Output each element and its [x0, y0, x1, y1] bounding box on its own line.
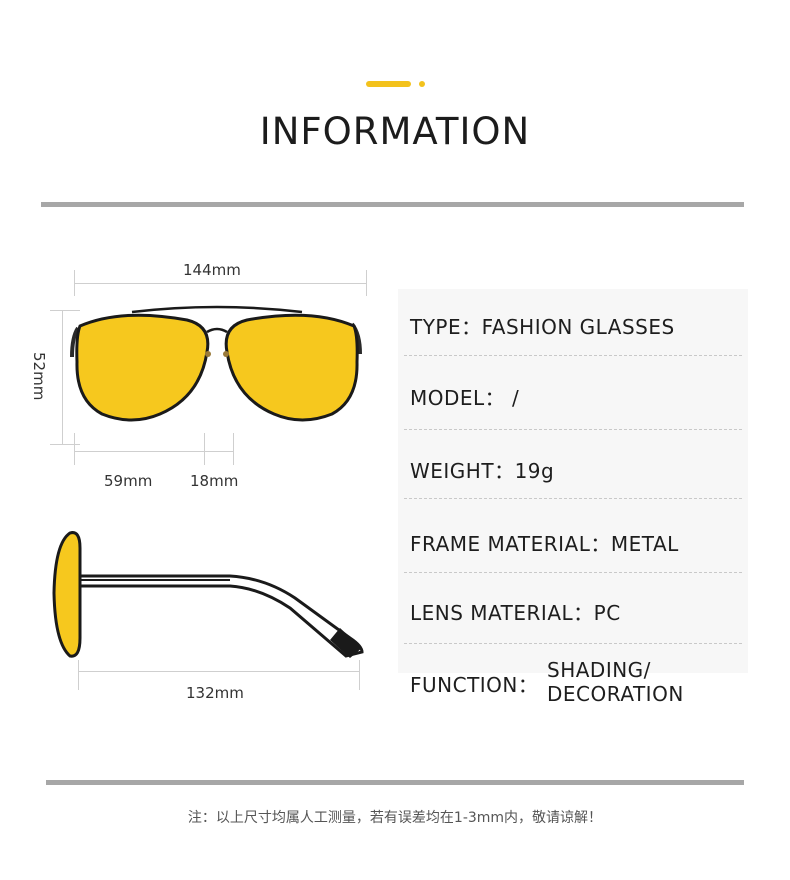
- spec-lens-material-label: LENS MATERIAL：: [410, 601, 594, 625]
- temple-length-label: 132mm: [186, 684, 244, 702]
- spec-lens-material-value: PC: [593, 601, 621, 625]
- top-bar: [131, 305, 303, 314]
- right-nose-pad: [223, 351, 229, 357]
- spec-type-label: TYPE：: [410, 315, 482, 339]
- spec-model-label: MODEL：: [410, 386, 506, 410]
- width-dim-tick-left: [74, 270, 75, 296]
- accent-dot: [419, 81, 425, 87]
- spec-separator: [404, 355, 742, 356]
- spec-frame-material-value: METAL: [610, 532, 679, 556]
- bridge-label: 18mm: [190, 472, 239, 490]
- lens-width-label: 59mm: [104, 472, 153, 490]
- temple-tip: [330, 628, 362, 658]
- left-temple-stub: [70, 326, 80, 358]
- spec-panel: [398, 289, 748, 673]
- spec-separator: [404, 572, 742, 573]
- bottom-divider: [46, 780, 744, 785]
- page-title: INFORMATION: [259, 110, 531, 153]
- width-dim-line: [74, 283, 367, 284]
- left-lens: [75, 313, 210, 422]
- side-lens: [52, 531, 82, 658]
- height-dim-tick-bottom: [50, 444, 80, 445]
- spec-model-value: /: [505, 386, 520, 410]
- right-lens: [224, 313, 359, 422]
- lens-dim-tick-right: [233, 433, 234, 465]
- spec-type: TYPE：FASHION GLASSES: [410, 311, 675, 340]
- spec-type-value: FASHION GLASSES: [481, 315, 675, 339]
- width-dim-tick-right: [366, 270, 367, 296]
- spec-separator: [404, 429, 742, 430]
- lens-dim-line: [74, 451, 234, 452]
- spec-separator: [404, 498, 742, 499]
- height-dim-tick-top: [50, 310, 80, 311]
- lens-dim-tick-mid: [204, 433, 205, 465]
- spec-weight: WEIGHT：19g: [410, 455, 554, 484]
- height-dim-line: [62, 310, 63, 445]
- spec-weight-label: WEIGHT：: [410, 459, 515, 483]
- temple-dim-line: [78, 671, 360, 672]
- spec-lens-material: LENS MATERIAL：PC: [410, 597, 621, 626]
- glasses-side-view: [52, 531, 364, 658]
- left-nose-pad: [205, 351, 211, 357]
- temple-dim-tick-left: [78, 660, 79, 690]
- spec-frame-material: FRAME MATERIAL：METAL: [410, 528, 679, 557]
- bridge: [206, 327, 228, 334]
- spec-function-value-line1: SHADING/: [547, 658, 651, 682]
- spec-frame-material-label: FRAME MATERIAL：: [410, 532, 611, 556]
- lens-dim-tick-left: [74, 433, 75, 465]
- height-label: 52mm: [30, 352, 48, 401]
- spec-function-value: SHADING/ DECORATION: [547, 658, 684, 706]
- glasses-front-view: [70, 305, 362, 422]
- accent-bar: [366, 81, 411, 87]
- measurement-note: 注：以上尺寸均属人工测量，若有误差均在1-3mm内，敬请谅解！: [187, 810, 603, 826]
- spec-weight-value: 19g: [514, 459, 555, 483]
- spec-model: MODEL： /: [410, 382, 519, 411]
- spec-function-value-line2: DECORATION: [547, 682, 684, 706]
- spec-function-label: FUNCTION：: [410, 673, 539, 697]
- top-divider: [41, 202, 744, 207]
- temple-arm: [80, 574, 364, 658]
- spec-separator: [404, 643, 742, 644]
- temple-dim-tick-right: [359, 660, 360, 690]
- total-width-label: 144mm: [183, 261, 241, 279]
